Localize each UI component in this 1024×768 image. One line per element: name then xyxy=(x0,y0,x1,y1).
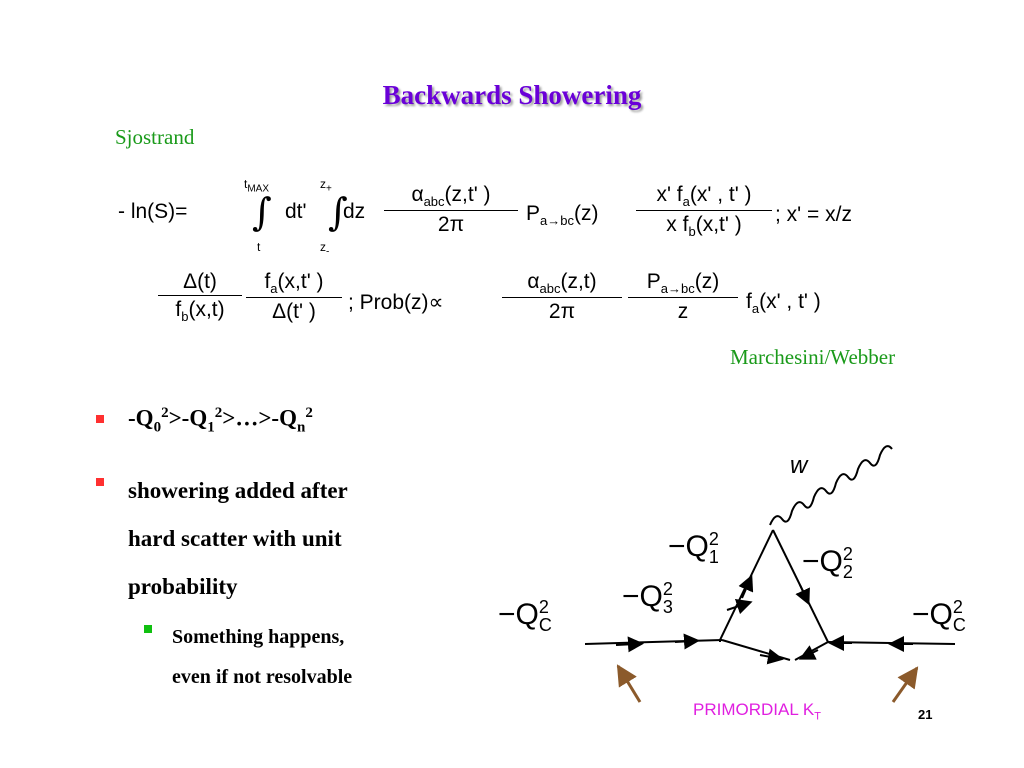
primordial-arrow-right xyxy=(891,666,919,703)
integral-sign-1: ∫ xyxy=(252,190,272,234)
int1-upper: tMAX xyxy=(244,177,270,195)
eq1-splitting-function: Pa→bc(z) xyxy=(526,202,599,229)
bullet-q-ordering: -Q02>-Q12>…>-Qn2 xyxy=(128,405,313,436)
slide-title: Backwards Showering xyxy=(382,80,642,110)
gluon-right xyxy=(794,641,829,661)
eq1-dz: dz xyxy=(343,200,366,223)
w-label: w xyxy=(790,452,808,479)
gluon-left xyxy=(721,639,791,661)
eq1-dt: dt' xyxy=(285,200,307,223)
bullet-showering: showering added after hard scatter with … xyxy=(128,478,348,599)
bullet-marker xyxy=(96,415,104,423)
sub-bullet-marker xyxy=(144,625,152,633)
arrow-mark xyxy=(674,633,700,650)
eq2-frac-alpha: αabc(z,t) 2π xyxy=(502,270,622,324)
sub-bullet-something-happens: Something happens, even if not resolvabl… xyxy=(172,626,353,688)
arrow-mark xyxy=(759,648,784,665)
eq2-frac-pdf: fa(x,t' ) Δ(t' ) xyxy=(246,270,342,324)
author-marchesini-webber: Marchesini/Webber xyxy=(730,345,896,369)
integral-sign-2: ∫ xyxy=(328,190,348,234)
eq2-frac-sudakov: Δ(t) fb(x,t) xyxy=(158,270,242,324)
w-boson-line xyxy=(769,445,893,526)
int2-lower: z- xyxy=(320,240,330,258)
arrow-mark xyxy=(738,574,754,599)
incoming-left xyxy=(584,639,723,645)
page-number: 21 xyxy=(918,707,933,722)
primordial-kt-label: PRIMORDIAL KT xyxy=(693,700,821,723)
eq2-prob: ; Prob(z)∝ xyxy=(348,291,444,314)
int1-lower: t xyxy=(257,240,261,254)
arrow-mark xyxy=(615,636,644,653)
eq2-frac-splitting: Pa→bc(z) z xyxy=(628,270,738,324)
arrow-mark xyxy=(726,598,753,615)
eq1-frac-pdf: x' fa(x' , t' ) x fb(x,t' ) xyxy=(636,183,772,239)
author-sjostrand: Sjostrand xyxy=(115,125,195,149)
int2-upper: z+ xyxy=(320,177,332,195)
quark-line-left-up xyxy=(719,529,774,641)
arrow-mark xyxy=(795,584,810,606)
eq1-lhs: - ln(S)= xyxy=(118,200,188,223)
bullet-marker xyxy=(96,478,104,486)
eq1-frac-alpha: αabc(z,t' ) 2π xyxy=(384,183,518,237)
primordial-arrow-left xyxy=(616,664,642,703)
eq1-tail: ; x' = x/z xyxy=(775,203,852,226)
eq2-tail: fa(x' , t' ) xyxy=(746,290,821,317)
arrow-mark xyxy=(798,645,819,660)
